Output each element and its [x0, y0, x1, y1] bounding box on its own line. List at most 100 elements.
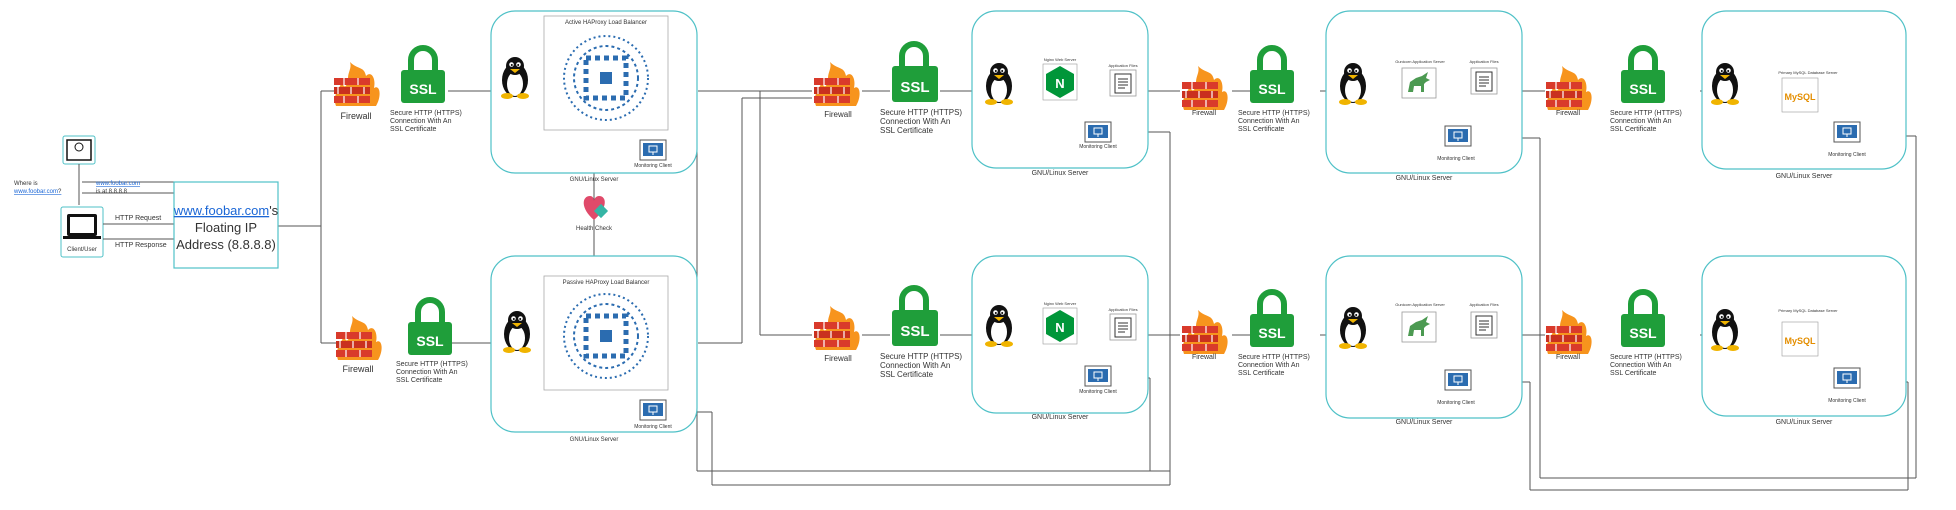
firewall-label: Firewall	[824, 354, 852, 363]
passive-lb-title: Passive HAProxy Load Balancer	[563, 280, 650, 286]
ssl-badge-text: SSL	[409, 81, 437, 97]
ssl-badge-text: SSL	[1629, 325, 1657, 341]
ssl-desc-1: Secure HTTP (HTTPS)	[396, 361, 468, 368]
ssl-desc-3: SSL Certificate	[1610, 370, 1657, 377]
monitoring-icon	[639, 399, 667, 421]
firewall-label: Firewall	[1556, 354, 1581, 361]
where-is-text: Where is	[14, 181, 38, 187]
firewall-label: Firewall	[1556, 110, 1581, 117]
db-server-bottom: Primary MySQL Database Server MySQL Moni…	[1701, 255, 1907, 417]
ssl-desc-2: Connection With An	[396, 369, 458, 376]
firewall-label: Firewall	[342, 364, 373, 374]
ssl-desc-3: SSL Certificate	[1610, 126, 1657, 133]
app-files-title: Application Files	[1469, 59, 1498, 64]
server-label: GNU/Linux Server	[570, 177, 619, 183]
ssl-desc-3: SSL Certificate	[880, 126, 934, 135]
monitoring-icon	[1833, 121, 1861, 143]
monitoring-icon	[639, 139, 667, 161]
firewall-icon	[1545, 65, 1593, 111]
firewall-icon	[1181, 65, 1229, 111]
ssl-desc-1: Secure HTTP (HTTPS)	[880, 352, 962, 361]
floating-ip-box: www.foobar.com's Floating IP Address (8.…	[173, 181, 279, 269]
web-server-title: Nginx Web Server	[1044, 57, 1077, 62]
ssl-lock-icon: SSL	[401, 48, 445, 103]
monitoring-icon	[1084, 121, 1112, 143]
server-label: GNU/Linux Server	[1396, 175, 1453, 182]
http-response-label: HTTP Response	[115, 242, 167, 249]
where-is-suffix: ?	[58, 189, 62, 195]
firewall-label: Firewall	[1192, 354, 1217, 361]
ssl-desc-1: Secure HTTP (HTTPS)	[1238, 110, 1310, 117]
ssl-desc-3: SSL Certificate	[880, 370, 934, 379]
ssl-desc-3: SSL Certificate	[390, 126, 437, 133]
web-server-title: Nginx Web Server	[1044, 301, 1077, 306]
firewall-icon	[1181, 309, 1229, 355]
haproxy-icon	[563, 293, 649, 379]
firewall-icon	[1545, 309, 1593, 355]
active-lb-server: Active HAProxy Load Balancer Monitoring …	[490, 10, 698, 174]
ssl-badge-text: SSL	[900, 79, 929, 96]
ssl-desc-3: SSL Certificate	[396, 377, 443, 384]
ssl-badge-text: SSL	[1258, 325, 1286, 341]
files-icon	[1470, 311, 1498, 339]
answer-text: is at 8.8.8.8	[96, 189, 128, 195]
monitoring-label: Monitoring Client	[1437, 400, 1475, 406]
ssl-badge-text: SSL	[1629, 81, 1657, 97]
monitoring-icon	[1444, 125, 1472, 147]
files-icon	[1470, 67, 1498, 95]
ssl-desc-3: SSL Certificate	[1238, 370, 1285, 377]
monitoring-label: Monitoring Client	[1828, 398, 1866, 404]
monitoring-label: Monitoring Client	[1079, 144, 1117, 150]
monitoring-label: Monitoring Client	[1079, 389, 1117, 395]
db-server-top: Primary MySQL Database Server MySQL Moni…	[1701, 10, 1907, 170]
globe-icon	[74, 142, 84, 152]
nginx-badge: N	[1055, 320, 1064, 335]
ssl-lock-icon: SSL	[892, 44, 938, 102]
ssl-desc-3: SSL Certificate	[1238, 126, 1285, 133]
ssl-desc-2: Connection With An	[1610, 118, 1672, 125]
firewall-icon	[813, 305, 861, 351]
ssl-lock-icon: SSL	[1250, 292, 1294, 347]
ssl-desc-2: Connection With An	[1610, 362, 1672, 369]
mysql-icon-frame	[1781, 321, 1819, 357]
health-check: Health Check	[576, 196, 613, 232]
monitoring-label: Monitoring Client	[634, 424, 672, 430]
http-request-label: HTTP Request	[115, 215, 161, 222]
mysql-icon: MySQL	[1784, 336, 1816, 346]
client-label: Client/User	[67, 247, 97, 253]
firewall-label: Firewall	[1192, 110, 1217, 117]
ssl-lock-icon: SSL	[408, 300, 452, 355]
where-is-link[interactable]: www.foobar.com?	[13, 189, 62, 195]
health-check-label: Health Check	[576, 226, 613, 232]
ssl-desc-1: Secure HTTP (HTTPS)	[390, 110, 462, 117]
ssl-desc-1: Secure HTTP (HTTPS)	[1610, 354, 1682, 361]
floating-ip-link[interactable]: www.foobar.com	[173, 203, 269, 218]
server-label: GNU/Linux Server	[1776, 173, 1833, 180]
floating-ip-line2: Floating IP	[195, 220, 257, 235]
app-server-title: Gunicorn Application Server	[1395, 59, 1445, 64]
haproxy-icon	[563, 35, 649, 121]
firewall-icon	[335, 315, 383, 361]
firewall-icon	[333, 61, 381, 107]
ssl-desc-2: Connection With An	[880, 117, 950, 126]
ssl-desc-2: Connection With An	[390, 118, 452, 125]
answer-link[interactable]: www.foobar.com	[95, 181, 140, 187]
monitoring-icon	[1444, 369, 1472, 391]
ssl-lock-icon: SSL	[1250, 48, 1294, 103]
firewall-icon	[813, 61, 861, 107]
web-server-bottom: Nginx Web Server N Application Files Mon…	[971, 255, 1149, 414]
ssl-desc-1: Secure HTTP (HTTPS)	[880, 108, 962, 117]
monitoring-label: Monitoring Client	[1828, 152, 1866, 158]
ssl-desc-2: Connection With An	[880, 361, 950, 370]
dns-server-icon	[66, 139, 92, 161]
monitoring-icon	[1084, 365, 1112, 387]
active-lb-title: Active HAProxy Load Balancer	[565, 20, 647, 26]
server-label: GNU/Linux Server	[1032, 414, 1089, 421]
ssl-desc-2: Connection With An	[1238, 362, 1300, 369]
web-server-top: Nginx Web Server N Application Files Mon…	[971, 10, 1149, 169]
monitoring-label: Monitoring Client	[1437, 156, 1475, 162]
db-server-title: Primary MySQL Database Server	[1778, 70, 1838, 75]
firewall-label: Firewall	[340, 111, 371, 121]
db-server-title: Primary MySQL Database Server	[1778, 308, 1838, 313]
mysql-icon: MySQL	[1784, 92, 1816, 102]
